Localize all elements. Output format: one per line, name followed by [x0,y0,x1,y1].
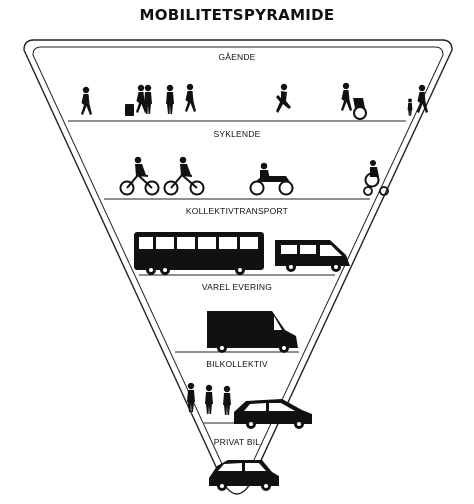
level-6-icons [209,460,279,491]
level-label-bilkollektiv: BILKOLLEKTIV [206,359,268,369]
running-person-icon [276,83,291,113]
cyclists-icon [119,156,205,196]
moped-rider-icon [249,162,294,196]
level-5-icons [187,382,312,429]
level-label-gaende: GÅENDE [218,52,256,62]
level-label-kollektivtransport: KOLLEKTIVTRANSPORT [185,206,289,216]
pedestrian-group-icon [166,83,196,114]
level-2-icons [119,156,389,196]
small-car-icon [209,460,279,491]
level-dividers [68,120,406,424]
level-label-varelevering: VAREL EVERING [201,282,273,292]
pyramid-title: MOBILITETSPYRAMIDE [139,6,335,24]
pyramid-outline-outer [23,39,453,495]
person-with-suitcase-icon [125,84,147,116]
delivery-van-icon [207,311,298,353]
level-3-icons [134,232,350,275]
minibus-icon [275,240,350,272]
level-label-syklende: SYKLENDE [213,129,261,139]
person-pushing-wheelchair-icon [341,82,367,120]
car-icon [234,399,312,429]
child-on-tricycle-icon [363,160,389,196]
walking-person-icon [81,86,92,115]
people-group-icon [187,382,231,415]
level-label-privat-bil: PRIVAT BIL [213,437,261,447]
child-and-adult-walking-icon [407,84,428,116]
level-4-icons [207,311,298,353]
level-1-icons [81,82,428,120]
bus-icon [134,232,264,275]
